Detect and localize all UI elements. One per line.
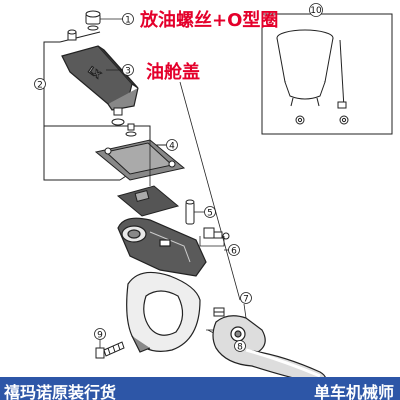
inset-box-part-10 bbox=[261, 13, 393, 135]
leader-part-10 bbox=[179, 81, 241, 301]
top-bleed-screw bbox=[85, 10, 101, 31]
callout-10: 10 bbox=[309, 3, 323, 17]
master-cylinder-body bbox=[117, 217, 207, 277]
svg-text:6: 6 bbox=[231, 247, 237, 257]
callout-5: 5 bbox=[204, 206, 216, 219]
bleed-funnel-icon bbox=[276, 29, 349, 125]
svg-text:7: 7 bbox=[243, 295, 249, 305]
lever-pivot-screw bbox=[213, 307, 225, 317]
svg-text:4: 4 bbox=[169, 142, 175, 152]
footer-left-text: 禧玛诺原装行货 bbox=[4, 383, 117, 400]
svg-text:1: 1 bbox=[125, 16, 131, 26]
footer-right-text: 单车机械师 bbox=[313, 383, 394, 400]
callout-9: 9 bbox=[94, 328, 106, 341]
reach-adjust-screw bbox=[203, 227, 230, 240]
bracket-part-2 bbox=[43, 41, 120, 181]
diaphragm bbox=[94, 139, 186, 181]
callout-7: 7 bbox=[240, 292, 252, 305]
reservoir-plate bbox=[116, 185, 180, 217]
callout-3: 3 bbox=[122, 64, 134, 77]
callout-2: 2 bbox=[34, 78, 46, 91]
callout-4: 4 bbox=[166, 139, 178, 152]
svg-text:3: 3 bbox=[125, 67, 131, 77]
reservoir-cover: LX bbox=[61, 45, 139, 111]
callout-8: 8 bbox=[234, 340, 246, 353]
cover-screw-washer bbox=[111, 107, 137, 137]
left-cover-screw bbox=[67, 29, 77, 41]
svg-text:2: 2 bbox=[37, 81, 43, 91]
pivot-pin bbox=[185, 199, 195, 225]
svg-text:9: 9 bbox=[97, 331, 103, 341]
callout-1: 1 bbox=[122, 13, 134, 26]
brake-lever bbox=[212, 315, 327, 385]
footer-banner: 禧玛诺原装行货 单车机械师 bbox=[0, 377, 400, 400]
bleed-screw-annotation: 放油螺丝+O型圈 bbox=[140, 10, 279, 31]
svg-text:10: 10 bbox=[310, 6, 322, 16]
callout-6: 6 bbox=[228, 244, 240, 257]
svg-text:8: 8 bbox=[237, 343, 243, 353]
handlebar-clamp bbox=[126, 271, 201, 353]
svg-text:5: 5 bbox=[207, 209, 213, 219]
reservoir-cover-annotation: 油舱盖 bbox=[146, 62, 200, 83]
